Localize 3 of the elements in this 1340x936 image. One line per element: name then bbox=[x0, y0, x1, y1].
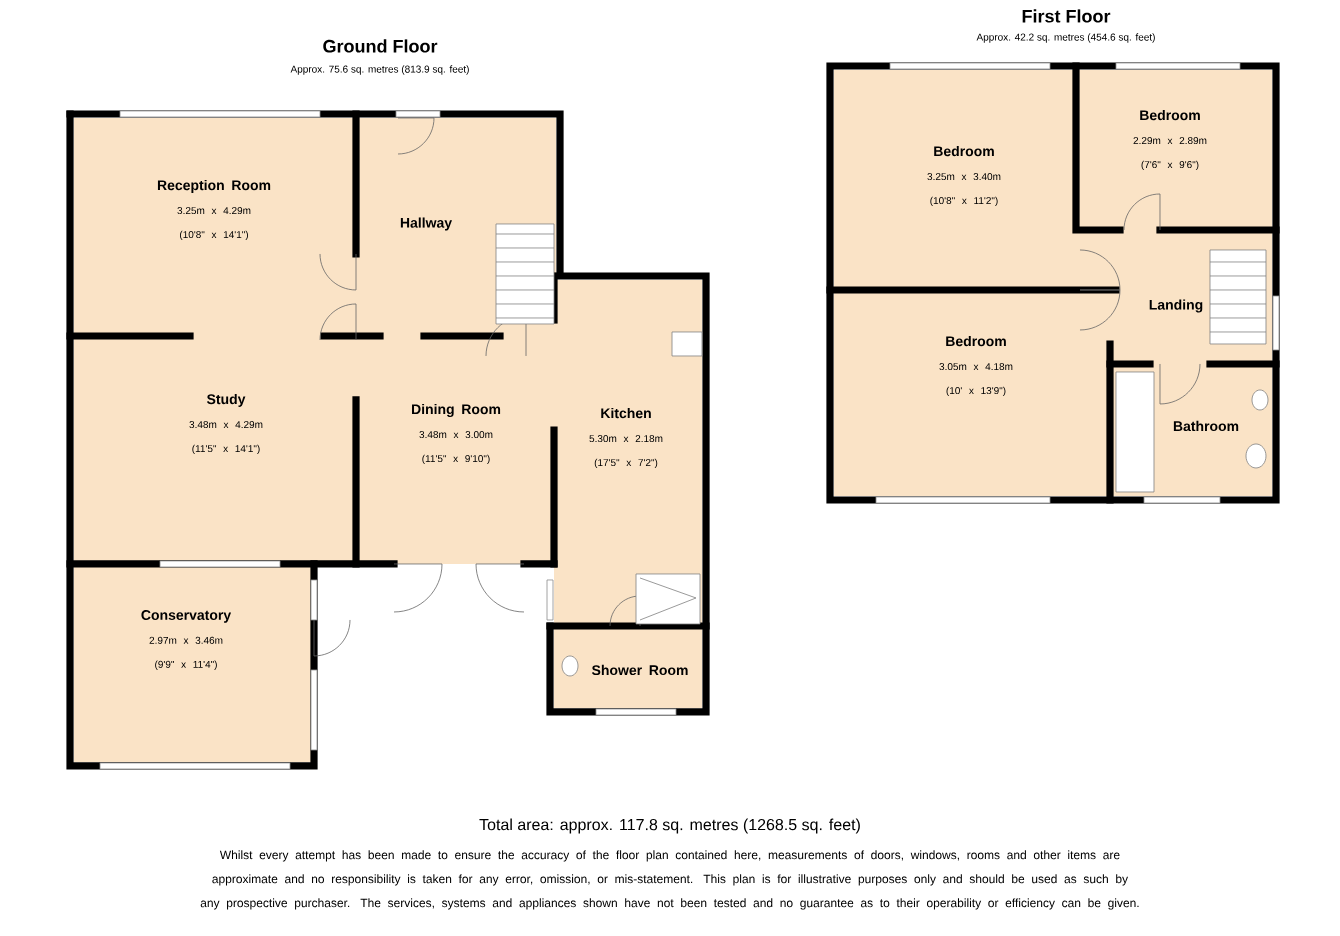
total-area: Total area: approx. 117.8 sq. metres (1268.5 sq. feet) bbox=[479, 818, 860, 834]
floor-title: First Floor bbox=[1022, 9, 1111, 23]
floor-title: Ground Floor bbox=[323, 39, 438, 53]
